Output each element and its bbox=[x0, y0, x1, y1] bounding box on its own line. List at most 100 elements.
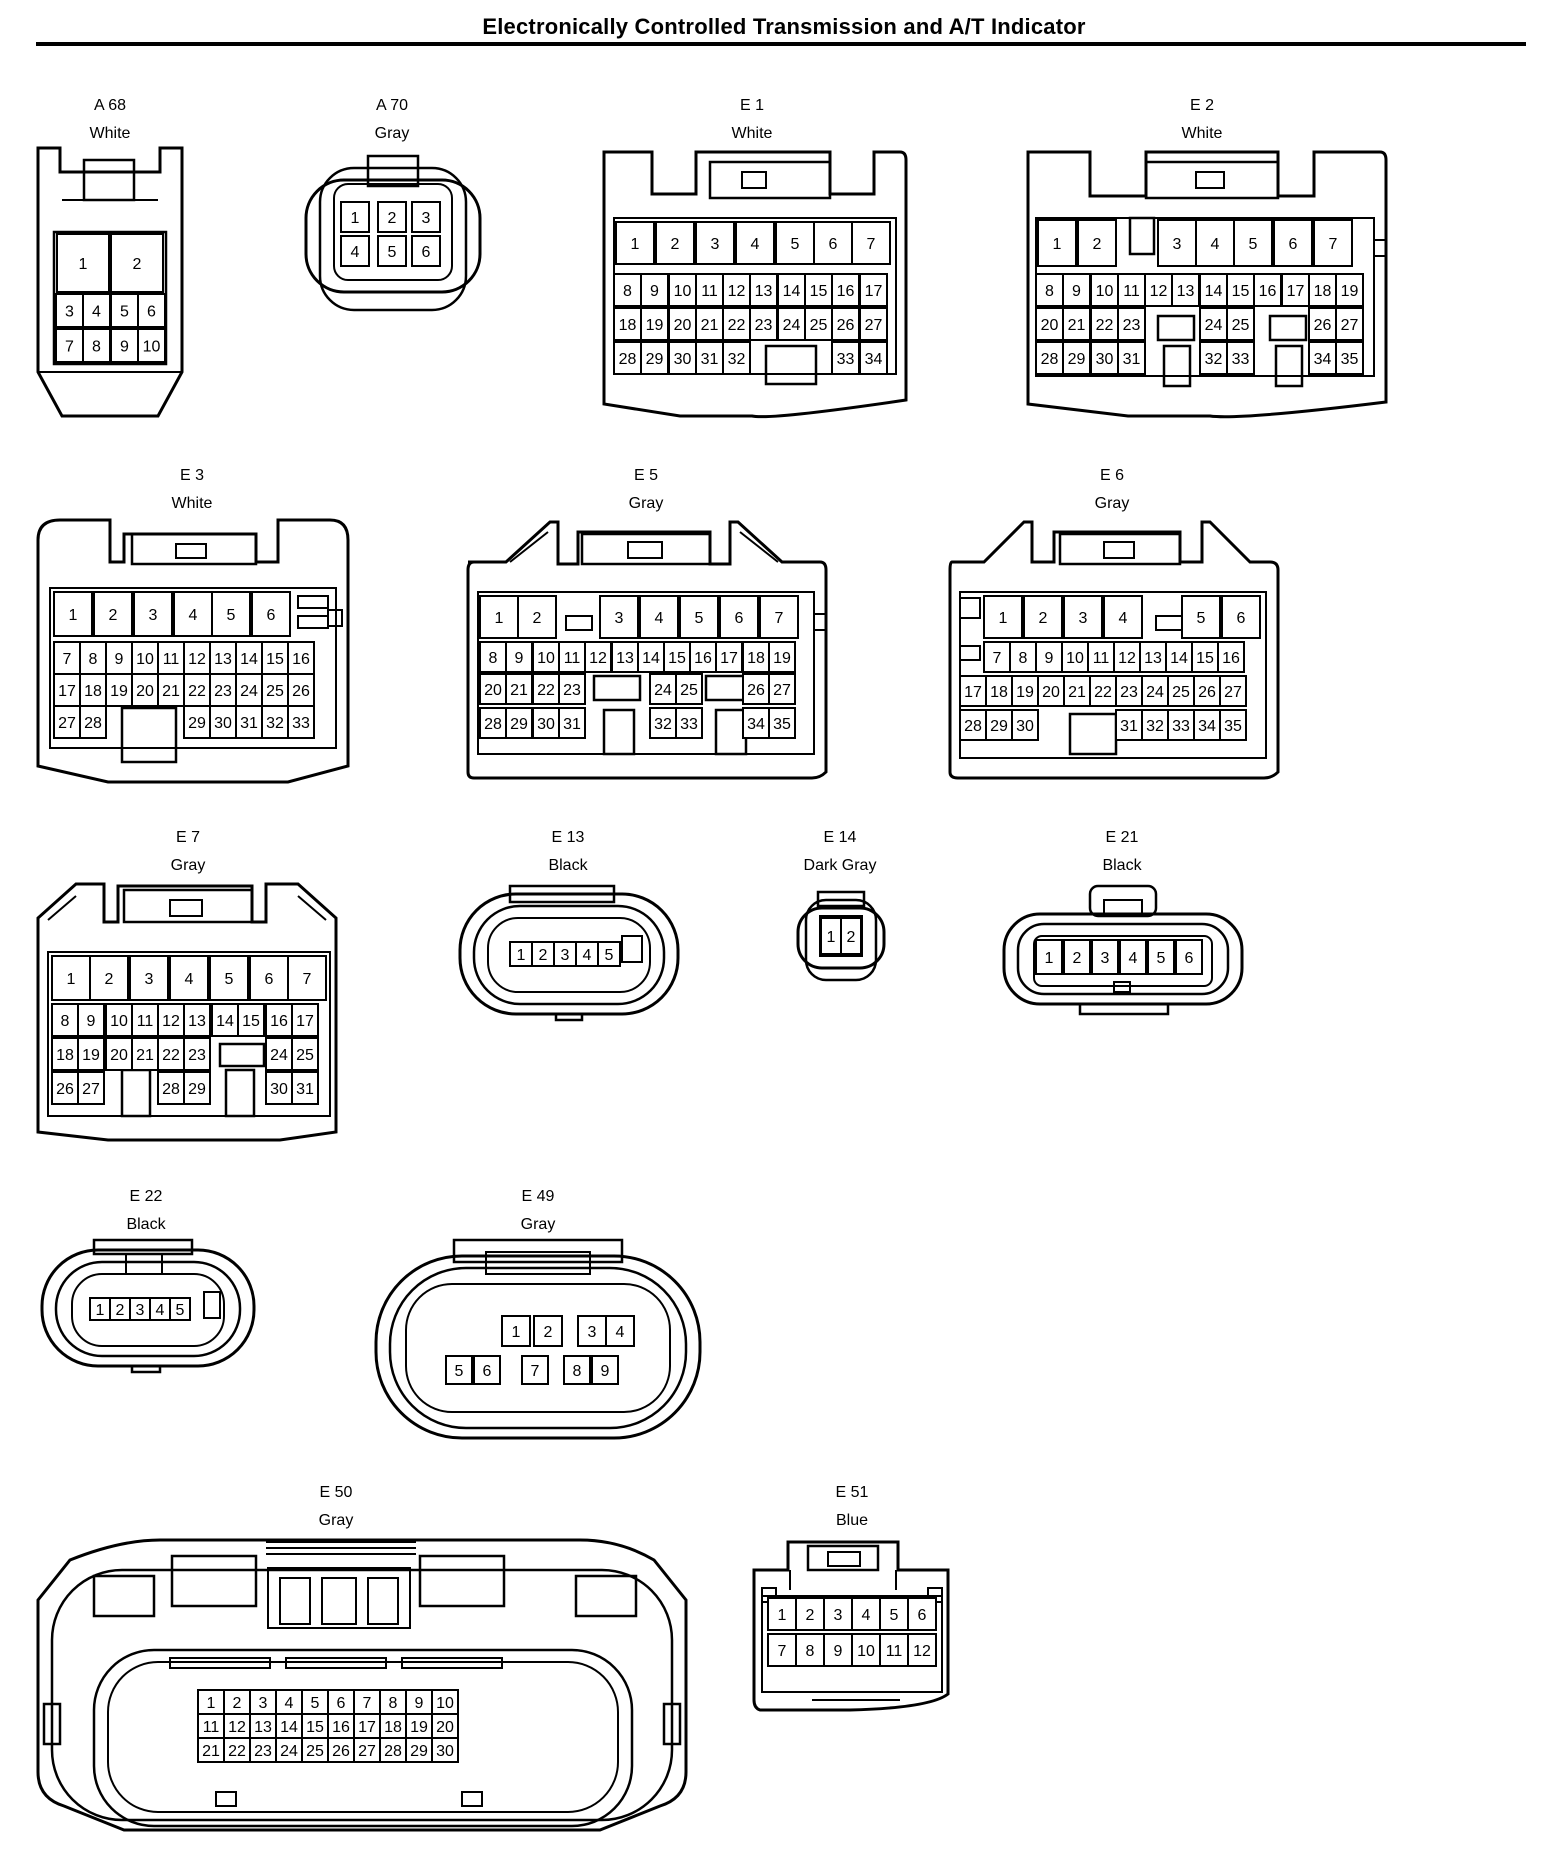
pin-cell-e5-26 bbox=[742, 673, 770, 705]
pin-cell-a70-2 bbox=[377, 201, 407, 233]
pin-label-a68-5: 5 bbox=[120, 304, 129, 321]
pin-cell-e6-4 bbox=[1103, 595, 1143, 639]
pin-label-e2-8: 8 bbox=[1045, 283, 1054, 300]
pin-cell-e2-2 bbox=[1077, 219, 1117, 267]
pin-label-e6-17: 17 bbox=[964, 684, 982, 701]
pin-cell-e3-13 bbox=[209, 641, 237, 675]
pin-label-e7-14: 14 bbox=[216, 1013, 234, 1030]
pin-cell-e7-9 bbox=[77, 1003, 105, 1037]
pin-cell-e2-30 bbox=[1090, 341, 1119, 375]
pin-cell-e1-25 bbox=[804, 307, 833, 341]
pin-cell-e1-33 bbox=[831, 341, 860, 375]
pin-label-e51-7: 7 bbox=[778, 1643, 787, 1660]
pin-label-e5-7: 7 bbox=[775, 610, 784, 627]
pin-label-e22-2: 2 bbox=[116, 1302, 125, 1319]
pin-cell-e22-5 bbox=[169, 1297, 191, 1321]
pin-cell-e1-32 bbox=[722, 341, 751, 375]
pin-label-e49-5: 5 bbox=[455, 1363, 464, 1380]
pin-cell-e5-21 bbox=[505, 673, 533, 705]
pin-label-e6-24: 24 bbox=[1146, 684, 1164, 701]
pin-label-e5-30: 30 bbox=[537, 716, 555, 733]
connector-e5 bbox=[466, 520, 828, 780]
pin-cell-e7-27 bbox=[77, 1071, 105, 1105]
pin-cell-e5-35 bbox=[768, 707, 796, 739]
pin-label-e5-29: 29 bbox=[510, 716, 528, 733]
pin-label-e2-21: 21 bbox=[1068, 317, 1086, 334]
pin-cell-e3-6 bbox=[251, 591, 291, 637]
connector-color-e3: White bbox=[172, 495, 213, 512]
pin-cell-e2-13 bbox=[1171, 273, 1200, 307]
pin-cell-e6-2 bbox=[1023, 595, 1063, 639]
connector-e50-labels: E 50 Gray bbox=[319, 1484, 354, 1529]
connector-a70-labels: A 70 Gray bbox=[375, 97, 410, 142]
pin-cell-e3-17 bbox=[53, 673, 81, 707]
pin-label-e3-31: 31 bbox=[240, 715, 258, 732]
pin-label-e1-12: 12 bbox=[728, 283, 746, 300]
pin-cell-e21-4 bbox=[1119, 939, 1147, 975]
pin-label-e1-20: 20 bbox=[674, 317, 692, 334]
pin-cell-e3-33 bbox=[287, 705, 315, 739]
pin-cell-e3-7 bbox=[53, 641, 81, 675]
pin-cell-e2-23 bbox=[1117, 307, 1146, 341]
connector-e51 bbox=[752, 1540, 950, 1712]
pin-label-e3-19: 19 bbox=[110, 683, 128, 700]
connector-color-e2: White bbox=[1182, 125, 1223, 142]
pin-label-e3-27: 27 bbox=[58, 715, 76, 732]
pin-cell-e49-1 bbox=[501, 1315, 531, 1347]
pin-cell-e6-5 bbox=[1181, 595, 1221, 639]
pin-label-e5-12: 12 bbox=[589, 650, 607, 667]
pin-label-e13-4: 4 bbox=[583, 947, 592, 964]
pin-cell-a68-4 bbox=[82, 293, 111, 328]
pin-cell-e51-4 bbox=[851, 1597, 881, 1631]
pin-label-e6-5: 5 bbox=[1197, 610, 1206, 627]
pin-cell-e3-28 bbox=[79, 705, 107, 739]
connector-a70 bbox=[304, 154, 482, 312]
pin-label-e1-14: 14 bbox=[783, 283, 801, 300]
pin-cell-e3-8 bbox=[79, 641, 107, 675]
pin-cell-e6-16 bbox=[1217, 641, 1245, 673]
pin-label-e51-5: 5 bbox=[890, 1607, 899, 1624]
pin-label-e50-25: 25 bbox=[306, 1743, 324, 1760]
pin-label-e50-20: 20 bbox=[436, 1719, 454, 1736]
pin-cell-a68-8 bbox=[82, 328, 111, 363]
pin-label-e6-16: 16 bbox=[1222, 650, 1240, 667]
pin-cell-e1-19 bbox=[640, 307, 669, 341]
pin-label-e3-9: 9 bbox=[115, 651, 124, 668]
pin-cell-e7-11 bbox=[131, 1003, 159, 1037]
pin-cell-e3-26 bbox=[287, 673, 315, 707]
pin-label-e50-6: 6 bbox=[337, 1695, 346, 1712]
pin-label-e5-19: 19 bbox=[773, 650, 791, 667]
pin-cell-e49-7 bbox=[521, 1355, 549, 1385]
connector-id-e14: E 14 bbox=[824, 829, 857, 846]
pin-label-e50-30: 30 bbox=[436, 1743, 454, 1760]
connector-e50 bbox=[36, 1538, 688, 1832]
pin-label-e50-14: 14 bbox=[280, 1719, 298, 1736]
pin-label-e7-19: 19 bbox=[82, 1047, 100, 1064]
pin-label-e49-2: 2 bbox=[544, 1324, 553, 1341]
connector-e49-labels: E 49 Gray bbox=[521, 1188, 556, 1233]
pin-label-e7-12: 12 bbox=[162, 1013, 180, 1030]
pin-label-e50-26: 26 bbox=[332, 1743, 350, 1760]
pin-cell-e1-11 bbox=[695, 273, 724, 307]
pin-cell-e50-5 bbox=[301, 1689, 329, 1715]
pin-cell-e7-1 bbox=[51, 955, 91, 1001]
pin-label-e3-33: 33 bbox=[292, 715, 310, 732]
pin-label-e50-9: 9 bbox=[415, 1695, 424, 1712]
pin-label-e1-8: 8 bbox=[623, 283, 632, 300]
connector-e6-labels: E 6 Gray bbox=[1095, 467, 1130, 512]
pin-cell-e2-25 bbox=[1226, 307, 1255, 341]
pin-cell-a68-1 bbox=[56, 233, 110, 293]
pin-label-e21-5: 5 bbox=[1157, 950, 1166, 967]
connector-color-a70: Gray bbox=[375, 125, 410, 142]
pin-label-e5-26: 26 bbox=[747, 682, 765, 699]
pin-label-e1-31: 31 bbox=[701, 351, 719, 368]
pin-label-e21-4: 4 bbox=[1129, 950, 1138, 967]
pin-label-e6-7: 7 bbox=[993, 650, 1002, 667]
pin-label-a70-1: 1 bbox=[351, 210, 360, 227]
pin-label-e1-23: 23 bbox=[755, 317, 773, 334]
pin-cell-a68-7 bbox=[55, 328, 84, 363]
pin-cell-e7-21 bbox=[131, 1037, 159, 1071]
pin-cell-e51-8 bbox=[795, 1633, 825, 1667]
pin-label-e2-34: 34 bbox=[1314, 351, 1332, 368]
pin-cell-e7-19 bbox=[77, 1037, 105, 1071]
